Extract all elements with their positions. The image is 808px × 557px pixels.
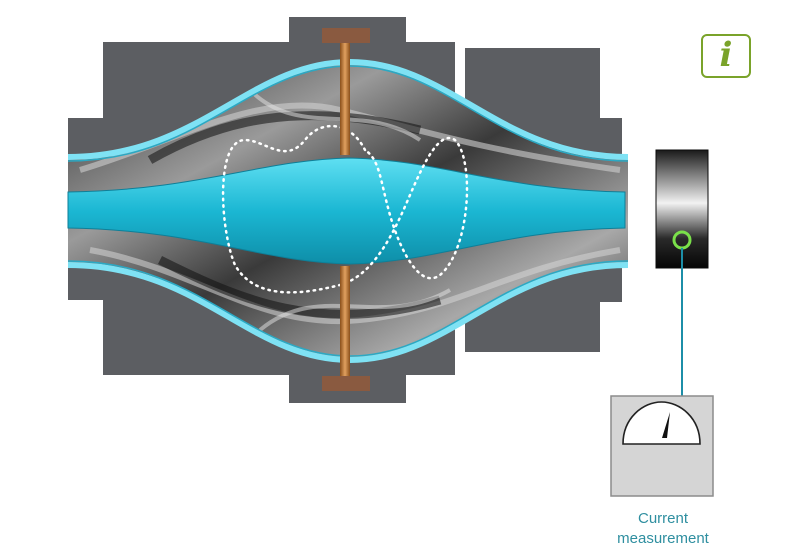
meter-label: Current measurement <box>588 509 738 549</box>
ion-trajectory <box>221 124 469 294</box>
ion-beam <box>67 157 626 265</box>
top-lens-stem <box>340 43 350 155</box>
meter-needle <box>662 412 670 438</box>
meter-label-line2: measurement <box>617 530 709 547</box>
info-button[interactable]: i <box>701 34 751 78</box>
bottom-lens-stem <box>340 266 350 376</box>
meter-label-line1: Current <box>637 510 689 527</box>
top-lens-cap <box>322 28 370 43</box>
info-icon: i <box>719 35 733 75</box>
bottom-lens-cap <box>322 376 370 391</box>
meter-dial <box>622 401 701 445</box>
